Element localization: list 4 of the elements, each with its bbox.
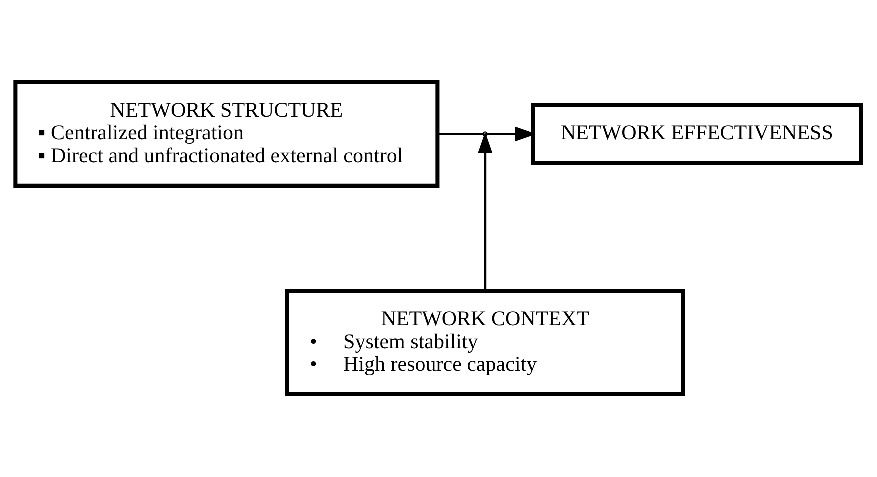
node-box: NETWORK EFFECTIVENESS: [531, 103, 864, 166]
node-box: NETWORK STRUCTURE ▪ Centralized integration ▪ Direct and unfractionated external control: [14, 80, 440, 188]
arrow: [438, 126, 536, 154]
node-box: NETWORK CONTEXT • System stability • High resource capacity: [285, 289, 686, 397]
